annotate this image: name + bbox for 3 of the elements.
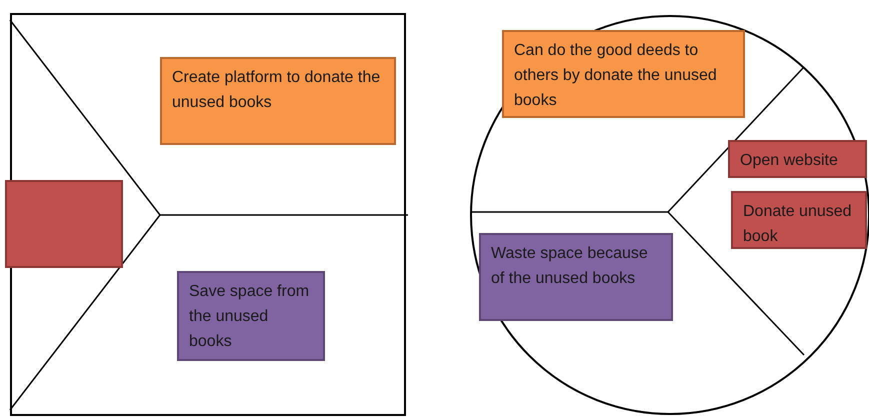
pain-box: Waste space because of the unused books — [479, 233, 673, 321]
gain-box: Create platform to donate the unused books — [160, 57, 396, 145]
pain-box: Save space from the unused books — [177, 271, 325, 361]
